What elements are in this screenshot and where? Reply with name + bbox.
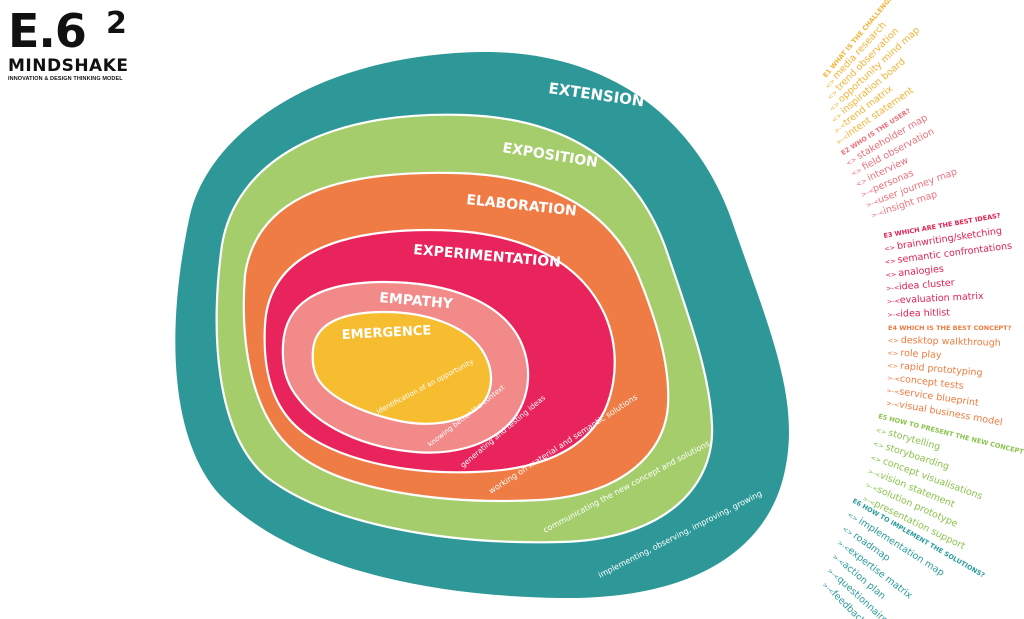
- method-item: <>analogies: [885, 264, 944, 280]
- diverge-icon: <>: [869, 453, 882, 464]
- title-emergence: EMERGENCE: [341, 323, 431, 343]
- method-group-title: E4 WHICH IS THE BEST CONCEPT?: [888, 324, 1012, 332]
- method-label: idea hitlist: [900, 307, 950, 319]
- diverge-icon: <>: [884, 244, 896, 254]
- method-item: >-<idea cluster: [886, 277, 955, 293]
- title-empathy: EMPATHY: [379, 290, 455, 312]
- diverge-icon: <>: [885, 270, 897, 279]
- diverge-icon: <>: [872, 440, 885, 451]
- diverge-icon: <>: [841, 525, 855, 538]
- diverge-icon: <>: [846, 511, 859, 524]
- method-label: evaluation matrix: [899, 291, 984, 306]
- diverge-icon: <>: [850, 166, 863, 178]
- logo-main-text: E.6: [8, 4, 87, 58]
- method-item: <>role play: [887, 348, 942, 361]
- method-label: analogies: [898, 264, 944, 279]
- diverge-icon: <>: [875, 426, 888, 437]
- logo-name: MINDSHAKE: [8, 56, 129, 76]
- method-label: idea cluster: [899, 277, 955, 292]
- logo-superscript: 2: [106, 6, 127, 41]
- method-label: desktop walkthrough: [901, 335, 1001, 349]
- diverge-icon: <>: [887, 362, 899, 371]
- diverge-icon: <>: [884, 257, 896, 266]
- method-group-header: E4 WHICH IS THE BEST CONCEPT?: [888, 324, 1012, 332]
- converge-icon: >-<: [887, 297, 901, 306]
- converge-icon: >-<: [886, 374, 900, 383]
- converge-icon: >-<: [886, 387, 900, 397]
- method-item: >-<idea hitlist: [887, 307, 950, 319]
- converge-icon: >-<: [886, 284, 900, 293]
- method-item: >-<evaluation matrix: [887, 291, 985, 306]
- method-item: <>desktop walkthrough: [888, 335, 1001, 349]
- diverge-icon: <>: [888, 337, 899, 345]
- converge-icon: >-<: [886, 399, 900, 409]
- converge-icon: >-<: [887, 311, 900, 319]
- diverge-icon: <>: [845, 155, 858, 167]
- converge-icon: >-<: [870, 208, 885, 220]
- logo-tagline: INNOVATION & DESIGN THINKING MODEL: [8, 76, 123, 82]
- logo: E.6 2 MINDSHAKE INNOVATION & DESIGN THIN…: [8, 4, 148, 82]
- method-label: role play: [900, 348, 942, 361]
- diverge-icon: <>: [855, 177, 868, 189]
- diverge-icon: <>: [887, 349, 898, 358]
